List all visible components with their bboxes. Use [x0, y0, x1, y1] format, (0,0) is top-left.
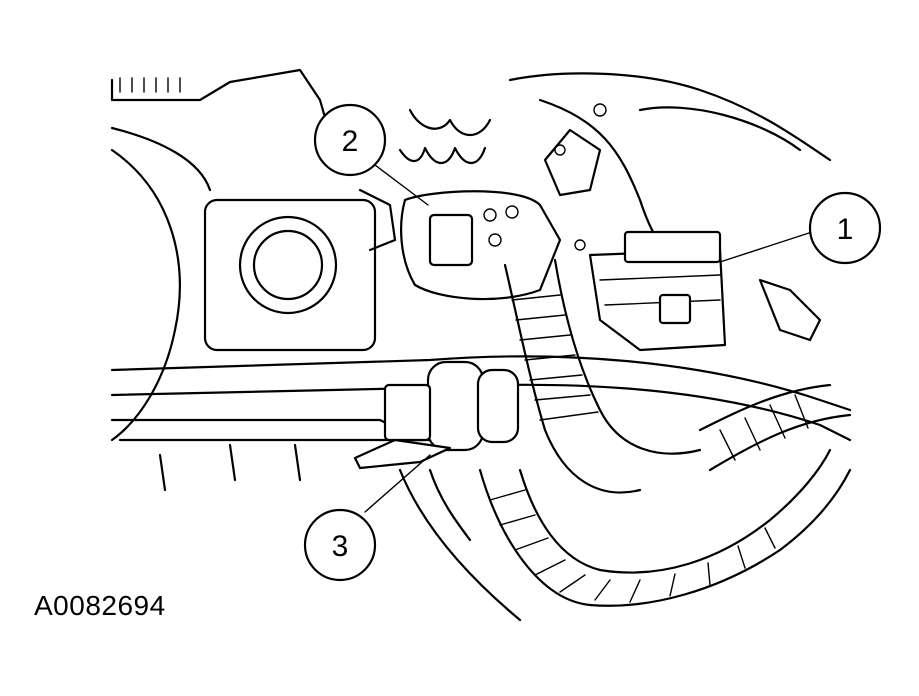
lower-details	[398, 468, 522, 622]
callout-3: 3	[303, 508, 377, 582]
connector-1	[588, 230, 727, 352]
engine-upper-outline	[110, 68, 492, 192]
leader-line-2	[374, 164, 429, 206]
clip-3	[353, 360, 520, 470]
connector-2	[400, 190, 562, 301]
callout-3-number: 3	[332, 530, 349, 563]
leader-lines	[364, 164, 813, 513]
figure-id-label: A0082694	[34, 590, 166, 621]
leader-line-1	[719, 231, 813, 263]
leader-line-3	[364, 454, 431, 513]
callout-1: 1	[808, 191, 882, 265]
callout-1-number: 1	[837, 213, 854, 246]
harness-loom	[478, 258, 852, 607]
left-pulley	[110, 148, 397, 442]
callout-2: 2	[313, 103, 387, 177]
callout-2-number: 2	[342, 125, 359, 158]
